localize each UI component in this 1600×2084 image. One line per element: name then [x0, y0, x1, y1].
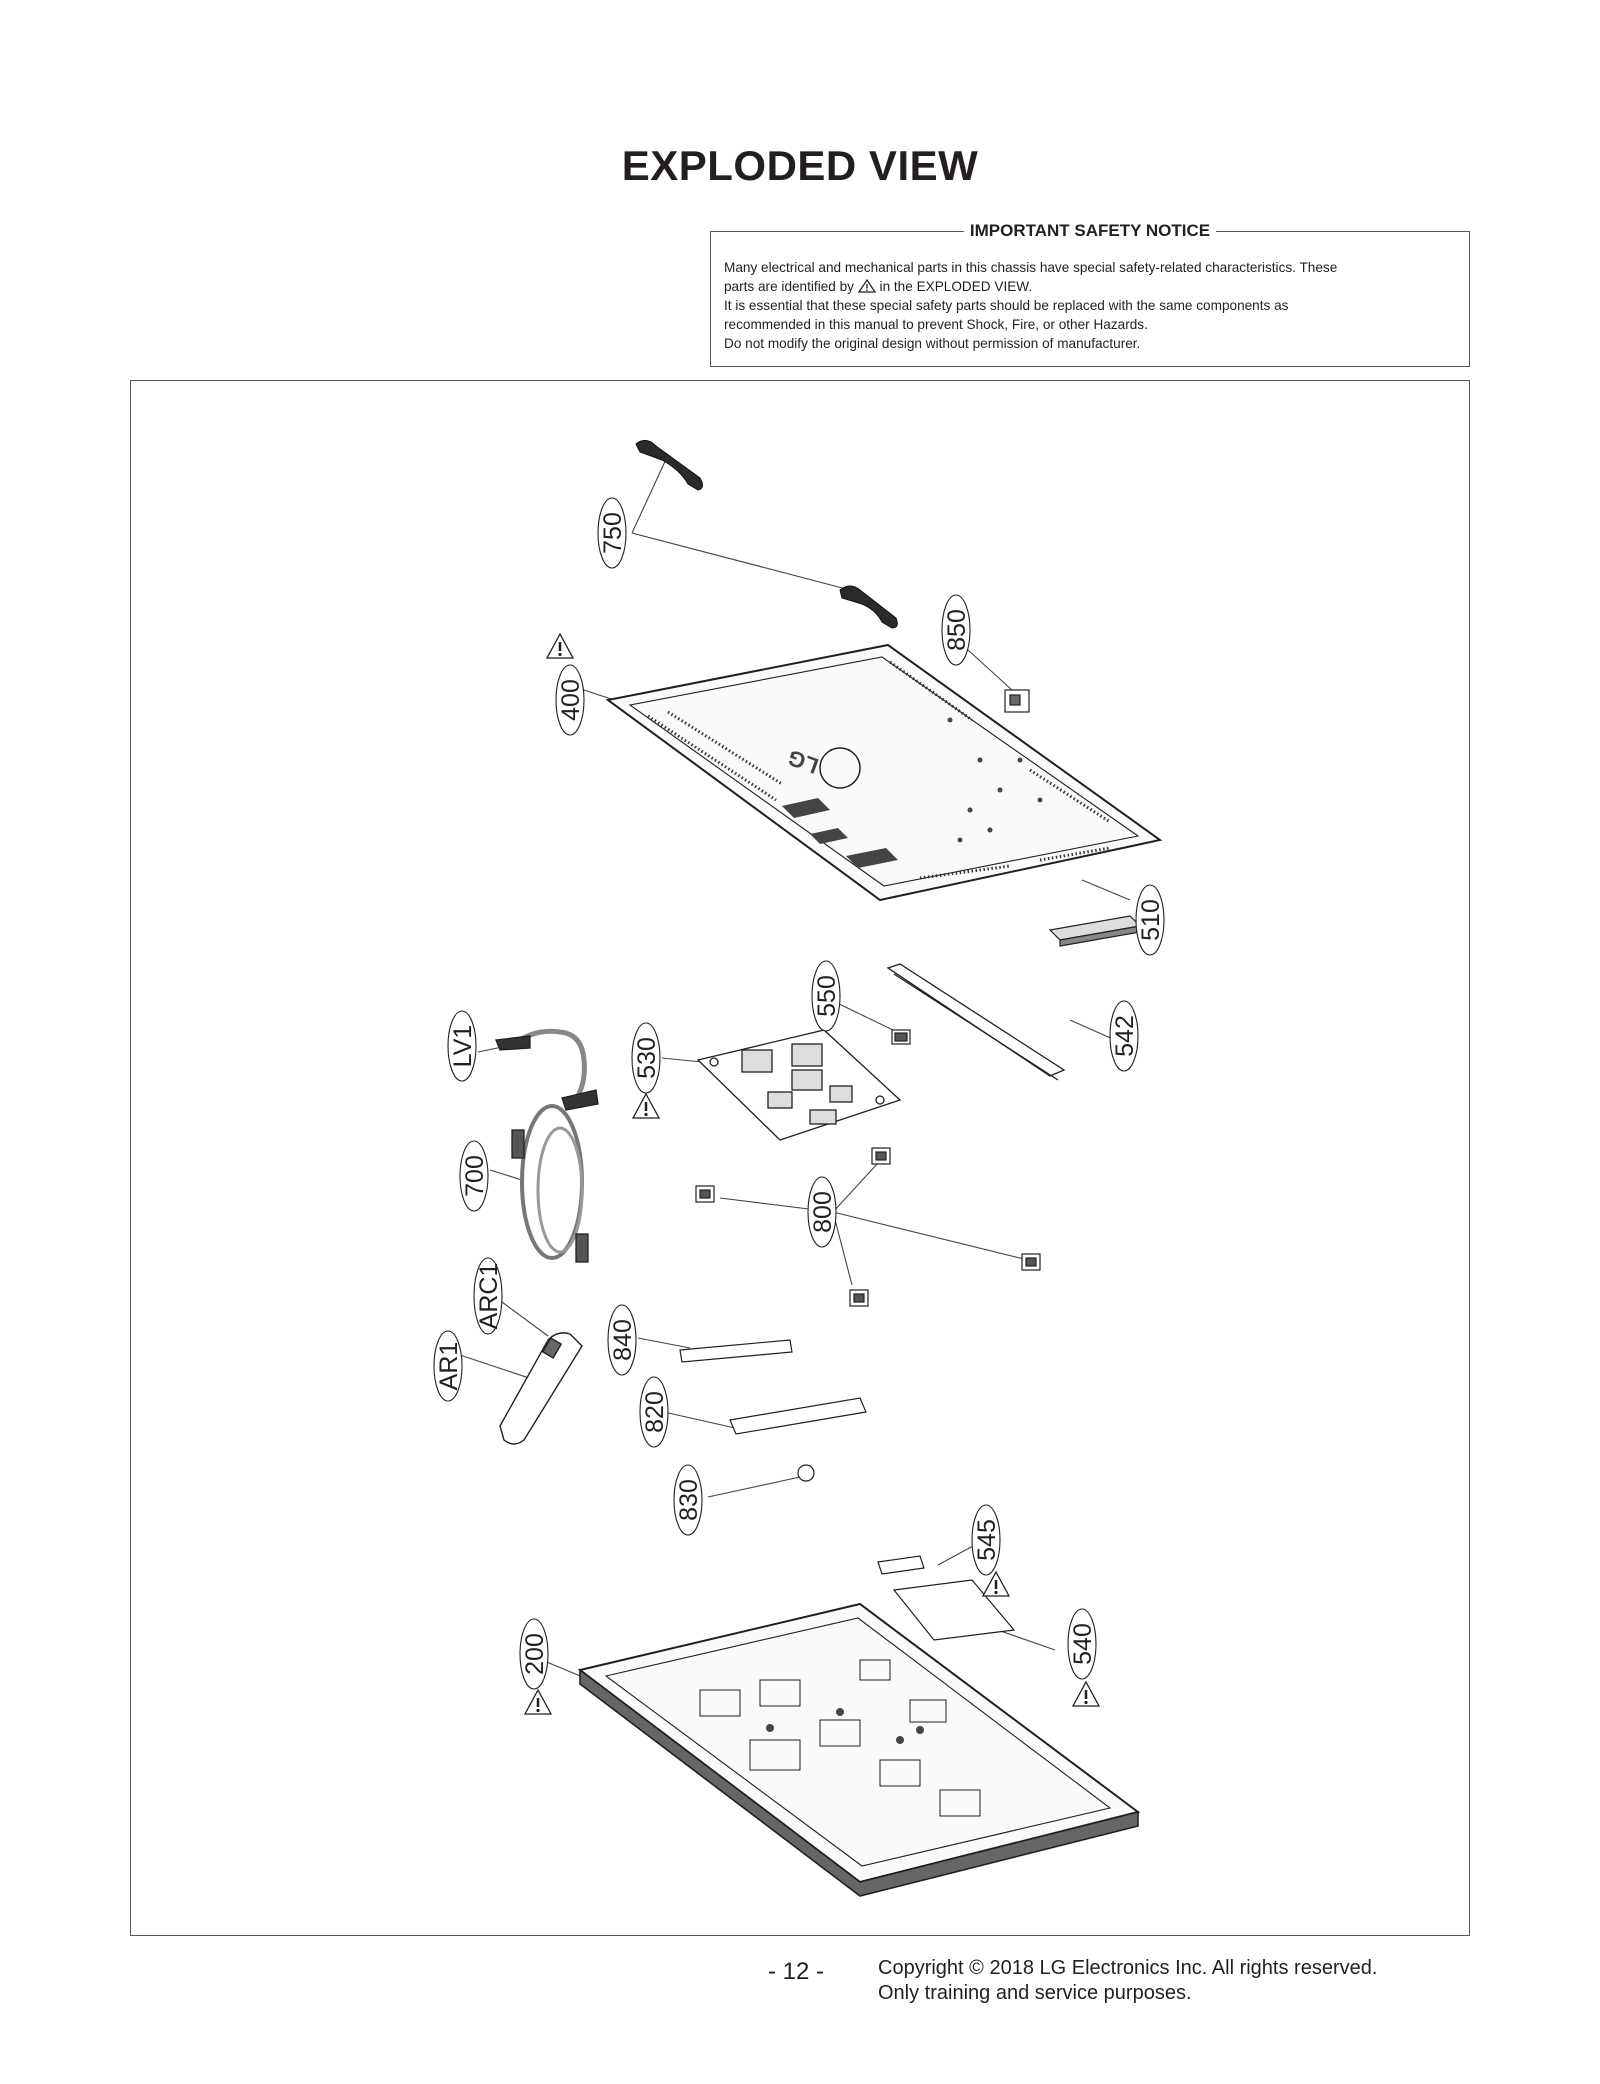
label-lv1: LV1: [447, 1010, 477, 1082]
label-200: 200: [519, 1618, 549, 1690]
notice-line-4: recommended in this manual to prevent Sh…: [724, 317, 1148, 332]
part-400-back-cover: LG: [605, 643, 1163, 902]
part-lv1-cable: [495, 1028, 599, 1111]
part-850-bracket: [1004, 689, 1030, 713]
label-ar1: AR1: [433, 1330, 463, 1402]
part-530-main-board: [696, 1029, 902, 1141]
warning-triangle-icon: [631, 1092, 661, 1120]
label-800: 800: [807, 1176, 837, 1248]
safety-notice-title: IMPORTANT SAFETY NOTICE: [963, 221, 1217, 240]
notice-line-2: parts are identified by in the EXPLODED …: [724, 277, 1456, 296]
label-830: 830: [673, 1464, 703, 1536]
svg-text:200: 200: [521, 1633, 549, 1675]
copyright-line-2: Only training and service purposes.: [878, 1982, 1192, 2004]
notice-line-1: Many electrical and mechanical parts in …: [724, 260, 1338, 275]
safety-notice-box: IMPORTANT SAFETY NOTICE Many electrical …: [710, 221, 1470, 367]
svg-text:400: 400: [557, 679, 585, 721]
svg-text:800: 800: [809, 1191, 837, 1233]
exploded-view-frame: [130, 380, 1470, 1936]
part-ar1-remote: [499, 1332, 583, 1445]
svg-text:750: 750: [599, 512, 627, 554]
label-550: 550: [811, 960, 841, 1032]
part-542-bracket: [886, 963, 1066, 1081]
label-530: 530: [631, 1022, 661, 1094]
label-750: 750: [597, 497, 627, 569]
label-542: 542: [1109, 1000, 1139, 1072]
part-800-feet: [695, 1147, 1041, 1307]
warning-triangle-icon: [545, 632, 575, 660]
warning-triangle-icon: [857, 279, 876, 293]
notice-line-3: It is essential that these special safet…: [724, 298, 1289, 313]
notice-line-2a: parts are identified by: [724, 279, 854, 294]
svg-text:540: 540: [1069, 1623, 1097, 1665]
svg-text:550: 550: [813, 975, 841, 1017]
part-700-power-cord: [511, 1104, 589, 1263]
label-820: 820: [639, 1376, 669, 1448]
svg-text:850: 850: [943, 609, 971, 651]
page-title: EXPLODED VIEW: [621, 142, 979, 189]
label-510: 510: [1135, 884, 1165, 956]
warning-triangle-icon: [981, 1570, 1011, 1598]
copyright: Copyright © 2018 LG Electronics Inc. All…: [878, 1956, 1377, 2006]
page-number: - 12 -: [768, 1958, 825, 1985]
label-arc1: ARC1: [473, 1257, 503, 1335]
label-540: 540: [1067, 1608, 1097, 1680]
notice-line-5: Do not modify the original design withou…: [724, 336, 1141, 351]
part-750-handles: [635, 440, 898, 629]
svg-text:820: 820: [641, 1391, 669, 1433]
svg-text:545: 545: [973, 1519, 1001, 1561]
part-830: [797, 1464, 815, 1482]
label-545: 545: [971, 1504, 1001, 1576]
copyright-line-1: Copyright © 2018 LG Electronics Inc. All…: [878, 1957, 1378, 1979]
warning-triangle-icon: [1071, 1680, 1101, 1708]
notice-line-2b: in the EXPLODED VIEW.: [879, 279, 1033, 294]
part-200-frame: [577, 1602, 1141, 1897]
part-550: [891, 1029, 911, 1045]
label-400: 400: [555, 664, 585, 736]
svg-text:530: 530: [633, 1037, 661, 1079]
label-850: 850: [941, 594, 971, 666]
label-700: 700: [459, 1140, 489, 1212]
warning-triangle-icon: [523, 1688, 553, 1716]
svg-text:510: 510: [1137, 899, 1165, 941]
label-840: 840: [607, 1304, 637, 1376]
part-840: [679, 1339, 793, 1363]
part-510: [1048, 915, 1142, 947]
safety-notice-body: Many electrical and mechanical parts in …: [724, 258, 1456, 353]
part-545: [877, 1555, 925, 1575]
svg-text:LV1: LV1: [449, 1025, 477, 1068]
svg-text:542: 542: [1111, 1015, 1139, 1057]
svg-text:830: 830: [675, 1479, 703, 1521]
svg-text:700: 700: [461, 1155, 489, 1197]
svg-text:AR1: AR1: [435, 1342, 463, 1391]
part-820: [729, 1397, 867, 1435]
svg-text:840: 840: [609, 1319, 637, 1361]
svg-text:ARC1: ARC1: [475, 1263, 503, 1330]
part-labels: 750 850 400 510 550 542 LV1 530 700 800 …: [433, 497, 1165, 1690]
